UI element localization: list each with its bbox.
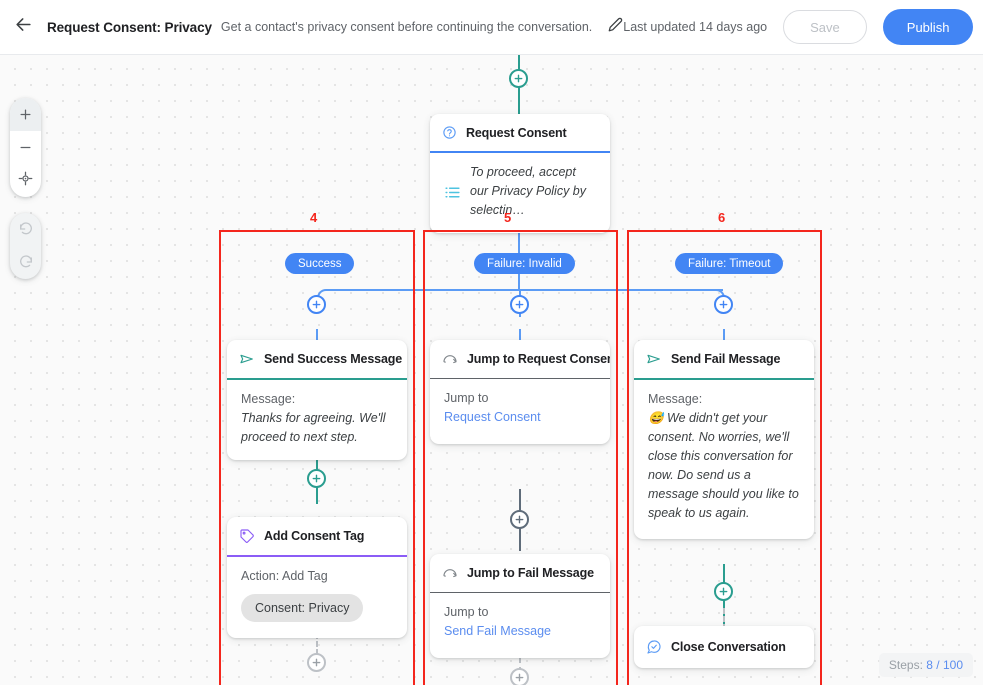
list-options-icon	[444, 163, 461, 220]
node-body: Message: Thanks for agreeing. We'll proc…	[227, 380, 407, 460]
node-accent-divider	[634, 378, 814, 380]
node-accent-divider	[227, 378, 407, 380]
node-header: Send Success Message	[227, 340, 407, 378]
node-header: Jump to Request Consent	[430, 340, 610, 378]
publish-button[interactable]: Publish	[882, 9, 974, 45]
node-body: Jump to Send Fail Message	[430, 593, 610, 658]
node-body-label: Message:	[241, 391, 296, 406]
node-body-label: Message:	[648, 391, 703, 406]
node-title: Send Fail Message	[671, 352, 781, 366]
node-close-conversation[interactable]: Close Conversation	[634, 626, 814, 668]
page-title: Request Consent: Privacy	[47, 19, 212, 35]
node-jump-target-link[interactable]: Send Fail Message	[444, 624, 552, 639]
back-button[interactable]	[14, 11, 33, 43]
zoom-in-button[interactable]	[10, 98, 41, 131]
add-step-button-top[interactable]	[509, 69, 528, 88]
redo-button[interactable]	[10, 246, 41, 279]
node-jump-to-fail-message[interactable]: Jump to Fail Message Jump to Send Fail M…	[430, 554, 610, 659]
send-plane-icon	[239, 351, 255, 367]
app-header: Request Consent: Privacy Get a contact's…	[0, 0, 983, 55]
connector-branch-bus	[327, 289, 723, 291]
steps-counter: Steps: 8 / 100	[878, 653, 973, 677]
connector-rc-down	[518, 207, 520, 290]
page-subtitle: Get a contact's privacy consent before c…	[220, 20, 593, 34]
tag-chip[interactable]: Consent: Privacy	[241, 593, 364, 622]
node-title: Add Consent Tag	[264, 529, 365, 543]
annotation-number-4: 4	[310, 210, 318, 225]
branch-pill-failure-timeout[interactable]: Failure: Timeout	[675, 253, 784, 274]
node-jump-target-link[interactable]: Request Consent	[444, 410, 541, 425]
steps-value: 8 / 100	[926, 658, 963, 672]
tag-icon	[239, 528, 255, 544]
node-body-text: To proceed, accept our Privacy Policy by…	[470, 164, 587, 217]
branch-pill-failure-invalid[interactable]: Failure: Invalid	[474, 253, 575, 274]
node-title: Jump to Request Consent	[467, 352, 610, 366]
edit-title-button[interactable]	[608, 14, 623, 40]
node-body-message: Thanks for agreeing. We'll proceed to ne…	[241, 410, 386, 444]
node-header: Add Consent Tag	[227, 517, 407, 555]
add-step-button-c1-mid[interactable]	[307, 469, 326, 488]
connector-c3-bottom-dashed	[723, 608, 725, 638]
node-request-consent[interactable]: Request Consent To proceed, accept our P…	[430, 114, 610, 233]
zoom-controls	[10, 98, 41, 197]
node-body: Jump to Request Consent	[430, 379, 610, 444]
node-accent-divider	[430, 151, 610, 153]
node-header: Send Fail Message	[634, 340, 814, 378]
send-plane-icon	[646, 351, 662, 367]
node-action-label: Action: Add Tag	[241, 568, 328, 583]
add-step-button-c2-bottom[interactable]	[510, 668, 529, 685]
node-add-consent-tag[interactable]: Add Consent Tag Action: Add Tag Consent:…	[227, 517, 407, 638]
node-title: Close Conversation	[671, 640, 786, 654]
jump-arc-icon	[442, 565, 458, 581]
jump-arc-icon	[442, 351, 458, 367]
save-button[interactable]: Save	[783, 10, 867, 44]
pencil-icon	[608, 17, 623, 37]
crosshair-target-icon	[18, 171, 33, 191]
connector-c2-bottom-dashed	[519, 647, 521, 673]
node-body: Message: 😅 We didn't get your consent. N…	[634, 380, 814, 539]
undo-button[interactable]	[10, 213, 41, 246]
add-step-button-c1-bottom[interactable]	[307, 653, 326, 672]
flow-canvas[interactable]: Request Consent To proceed, accept our P…	[0, 55, 983, 685]
node-jump-to-request-consent[interactable]: Jump to Request Consent Jump to Request …	[430, 340, 610, 445]
node-body: Action: Add Tag Consent: Privacy	[227, 557, 407, 638]
node-header: Jump to Fail Message	[430, 554, 610, 592]
node-body-message: 😅 We didn't get your consent. No worries…	[648, 410, 799, 520]
branch-pill-success[interactable]: Success	[285, 253, 355, 274]
node-send-success-message[interactable]: Send Success Message Message: Thanks for…	[227, 340, 407, 460]
arrow-left-icon	[14, 15, 33, 39]
add-step-button-c3-mid[interactable]	[714, 582, 733, 601]
add-step-button-c1-top[interactable]	[307, 295, 326, 314]
node-accent-divider	[430, 378, 610, 380]
zoom-out-button[interactable]	[10, 131, 41, 164]
node-accent-divider	[227, 555, 407, 557]
node-title: Jump to Fail Message	[467, 566, 594, 580]
add-step-button-c2-top[interactable]	[510, 295, 529, 314]
last-updated-text: Last updated 14 days ago	[623, 20, 768, 34]
question-circle-icon	[442, 125, 457, 140]
node-header: Close Conversation	[634, 626, 814, 668]
redo-arrow-icon	[18, 252, 34, 273]
node-header: Request Consent	[430, 114, 610, 151]
recenter-button[interactable]	[10, 164, 41, 197]
add-step-button-c2-mid[interactable]	[510, 510, 529, 529]
node-body: To proceed, accept our Privacy Policy by…	[430, 153, 610, 233]
node-title: Request Consent	[466, 125, 567, 140]
annotation-number-5: 5	[504, 210, 512, 225]
chat-check-icon	[646, 639, 662, 655]
annotation-number-6: 6	[718, 210, 726, 225]
node-send-fail-message[interactable]: Send Fail Message Message: 😅 We didn't g…	[634, 340, 814, 539]
history-controls	[10, 213, 41, 279]
node-jump-label: Jump to	[444, 605, 489, 620]
node-jump-label: Jump to	[444, 391, 489, 406]
header-actions: Last updated 14 days ago Save Publish	[623, 9, 974, 45]
steps-label: Steps:	[888, 658, 923, 672]
connector-c1-bottom-dashed	[316, 633, 318, 663]
node-title: Send Success Message	[264, 352, 403, 366]
add-step-button-c3-top[interactable]	[714, 295, 733, 314]
node-accent-divider	[430, 592, 610, 594]
undo-arrow-icon	[18, 219, 34, 240]
